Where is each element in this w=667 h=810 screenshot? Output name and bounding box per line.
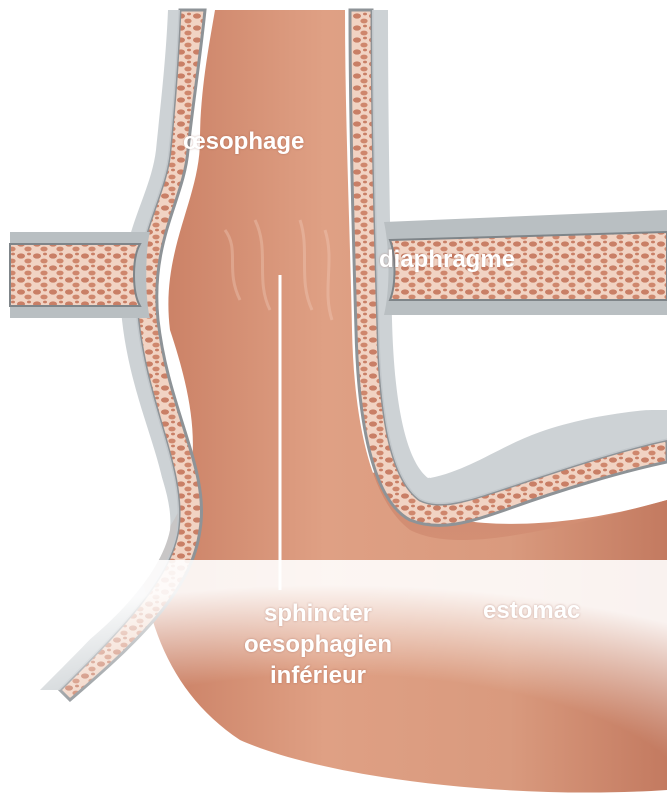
stomach-label: estomac: [483, 596, 580, 626]
sphincter-label-line-1: sphincter: [226, 598, 410, 629]
diaphragm-label: diaphragme: [379, 245, 515, 275]
sphincter-label-line-2: oesophagien: [226, 629, 410, 660]
sphincter-label-line-3: inférieur: [226, 660, 410, 691]
oesophagus-label: œsophage: [183, 127, 304, 157]
diaphragm-left: [10, 232, 150, 318]
sphincter-label: sphincter oesophagien inférieur: [226, 598, 410, 691]
